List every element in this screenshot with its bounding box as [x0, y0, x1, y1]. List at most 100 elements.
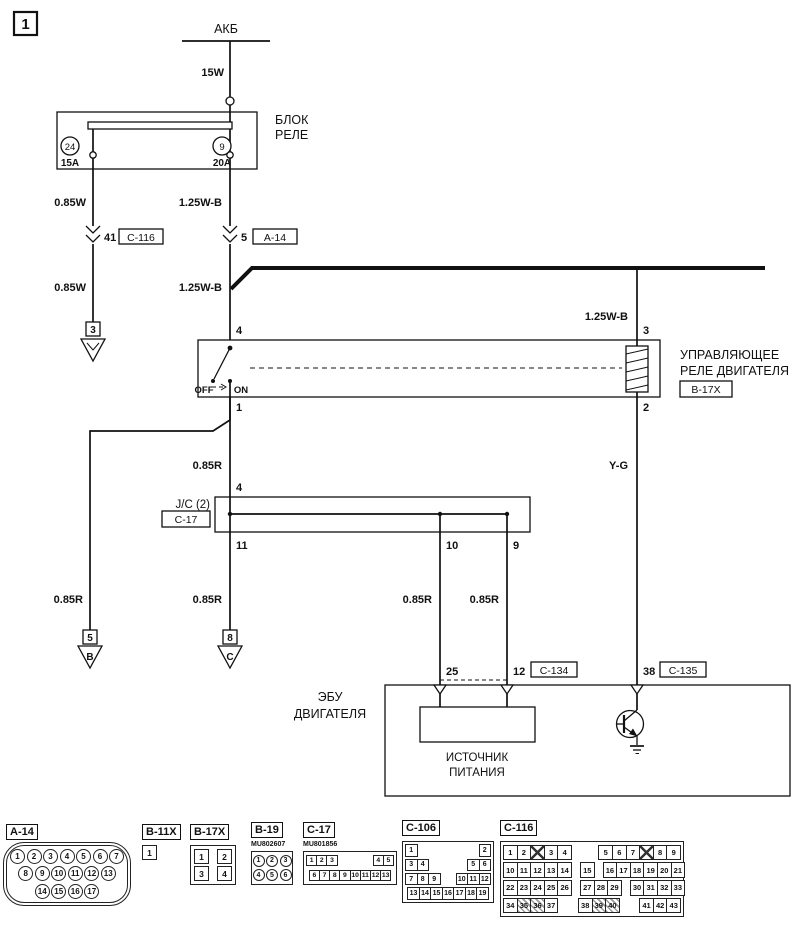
pin-8: 8	[652, 844, 668, 861]
wire-label: 0.85W	[54, 282, 86, 294]
connector-pin: 5	[241, 232, 247, 244]
jc-name: J/C (2)	[176, 499, 211, 511]
pin-2: 2	[478, 844, 491, 857]
fuse-right-number: 9	[219, 142, 224, 153]
wiring-diagram: 1 АКБ 15W 24 15A 9 20A БЛОК РЕЛЕ 0.85W 4…	[12, 10, 791, 797]
connector-b11x-pinout: 1	[142, 845, 157, 860]
pin-12: 12	[84, 866, 100, 882]
pin-14: 14	[34, 884, 50, 900]
connector-b11x: B-11X 1	[142, 824, 181, 860]
pin-14: 14	[557, 862, 572, 878]
pin-36: 36	[530, 897, 545, 914]
pin-18: 18	[464, 887, 478, 900]
pin-28: 28	[593, 880, 609, 896]
pin-20: 20	[656, 862, 672, 878]
connector-pin: 41	[104, 232, 116, 244]
pin-5: 5	[382, 855, 394, 867]
relay-pin-1: 1	[236, 402, 242, 414]
connector-ref-c135: C-135	[669, 665, 698, 677]
pin-5: 5	[76, 848, 91, 864]
ecu-pin-25: 25	[446, 666, 458, 678]
ground-number: 8	[227, 633, 233, 644]
pin-5: 5	[598, 844, 614, 861]
pin-2: 2	[26, 848, 42, 864]
wire-label: Y-G	[609, 460, 628, 472]
pin-19: 19	[643, 862, 658, 878]
pin-35: 35	[516, 897, 532, 914]
connector-b11x-label: B-11X	[142, 824, 181, 840]
page-number: 1	[21, 16, 29, 33]
pin-1: 1	[194, 849, 209, 864]
connector-a14-label: A-14	[6, 824, 38, 840]
pin-16: 16	[602, 862, 618, 878]
pin-1: 1	[252, 854, 265, 867]
pin-3: 3	[543, 844, 559, 861]
branch-left: 0.85W 41 C-116 0.85W 3	[54, 169, 164, 363]
wire-label: 0.85R	[193, 594, 222, 606]
pin-19: 19	[476, 887, 489, 900]
pin-40: 40	[605, 897, 620, 914]
pin-7: 7	[109, 848, 124, 864]
engine-control-relay: OFF ON 1 2 УПРАВЛЯЮЩЕЕ РЕЛЕ ДВИГАТЕЛЯ B-…	[195, 339, 789, 414]
branch-mid: 1.25W-B 5 A-14 1.25W-B 4	[179, 169, 298, 340]
wire-label: 1.25W-B	[585, 311, 628, 323]
connector-b17x-label: B-17X	[190, 824, 230, 840]
connector-ref-a14: A-14	[264, 232, 286, 244]
jc-pin-11: 11	[236, 540, 248, 552]
pin-23: 23	[516, 880, 532, 896]
power-source-label-1: ИСТОЧНИК	[446, 752, 509, 764]
ground-number: 3	[90, 325, 96, 336]
pin-9: 9	[34, 866, 50, 882]
fusible-link-label: 15W	[201, 67, 224, 79]
wire-label: 0.85R	[403, 594, 432, 606]
pin-2: 2	[266, 854, 278, 867]
blocked-cavity	[530, 844, 545, 861]
pin-3: 3	[43, 848, 58, 864]
pin-22: 22	[503, 880, 518, 896]
connector-b19-sub: MU802607	[251, 841, 286, 848]
pin-17: 17	[84, 884, 100, 900]
connector-c116-label: C-116	[500, 820, 538, 836]
pin-13: 13	[380, 869, 392, 881]
pin-7: 7	[625, 844, 641, 861]
relay-name-2: РЕЛЕ ДВИГАТЕЛЯ	[680, 364, 789, 378]
pin-30: 30	[629, 880, 645, 896]
page-number-box: 1	[12, 10, 39, 37]
fuse-right-rating: 20A	[213, 158, 231, 169]
pin-2: 2	[516, 844, 532, 861]
relay-pin-2: 2	[643, 402, 649, 414]
ground-number: 5	[87, 633, 93, 644]
ecu-name-1: ЭБУ	[318, 690, 343, 704]
relay-block: 24 15A 9 20A БЛОК РЕЛЕ	[56, 111, 309, 170]
ecu-pin-38: 38	[643, 666, 655, 678]
pin-3: 3	[194, 866, 209, 881]
jc-pin-9: 9	[513, 540, 519, 552]
pin-4: 4	[59, 848, 75, 864]
relay-name-1: УПРАВЛЯЮЩЕЕ	[680, 348, 779, 362]
pin-9: 9	[428, 872, 441, 886]
pin-3: 3	[326, 855, 338, 867]
switch-on-label: ON	[234, 385, 248, 396]
wire-label: 0.85R	[54, 594, 83, 606]
pin-6: 6	[478, 858, 491, 872]
lower-wires: 0.85R 8 C 0.85R 0.85R Y-G	[193, 397, 638, 685]
pin-6: 6	[92, 848, 108, 864]
pin-2: 2	[217, 849, 232, 864]
wire-to-junction: 0.85R 4	[193, 397, 243, 497]
battery-feed: АКБ 15W	[182, 22, 270, 112]
connector-c17-label: C-17	[303, 822, 335, 838]
connector-ref-c116: C-116	[127, 232, 155, 244]
ecu-name-2: ДВИГАТЕЛЯ	[294, 707, 366, 721]
jc-code: C-17	[175, 514, 198, 526]
pin-10: 10	[455, 872, 468, 886]
pin-10: 10	[51, 866, 67, 882]
pin-10: 10	[503, 862, 518, 878]
power-source-label-2: ПИТАНИЯ	[449, 767, 505, 779]
pin-18: 18	[629, 862, 645, 878]
